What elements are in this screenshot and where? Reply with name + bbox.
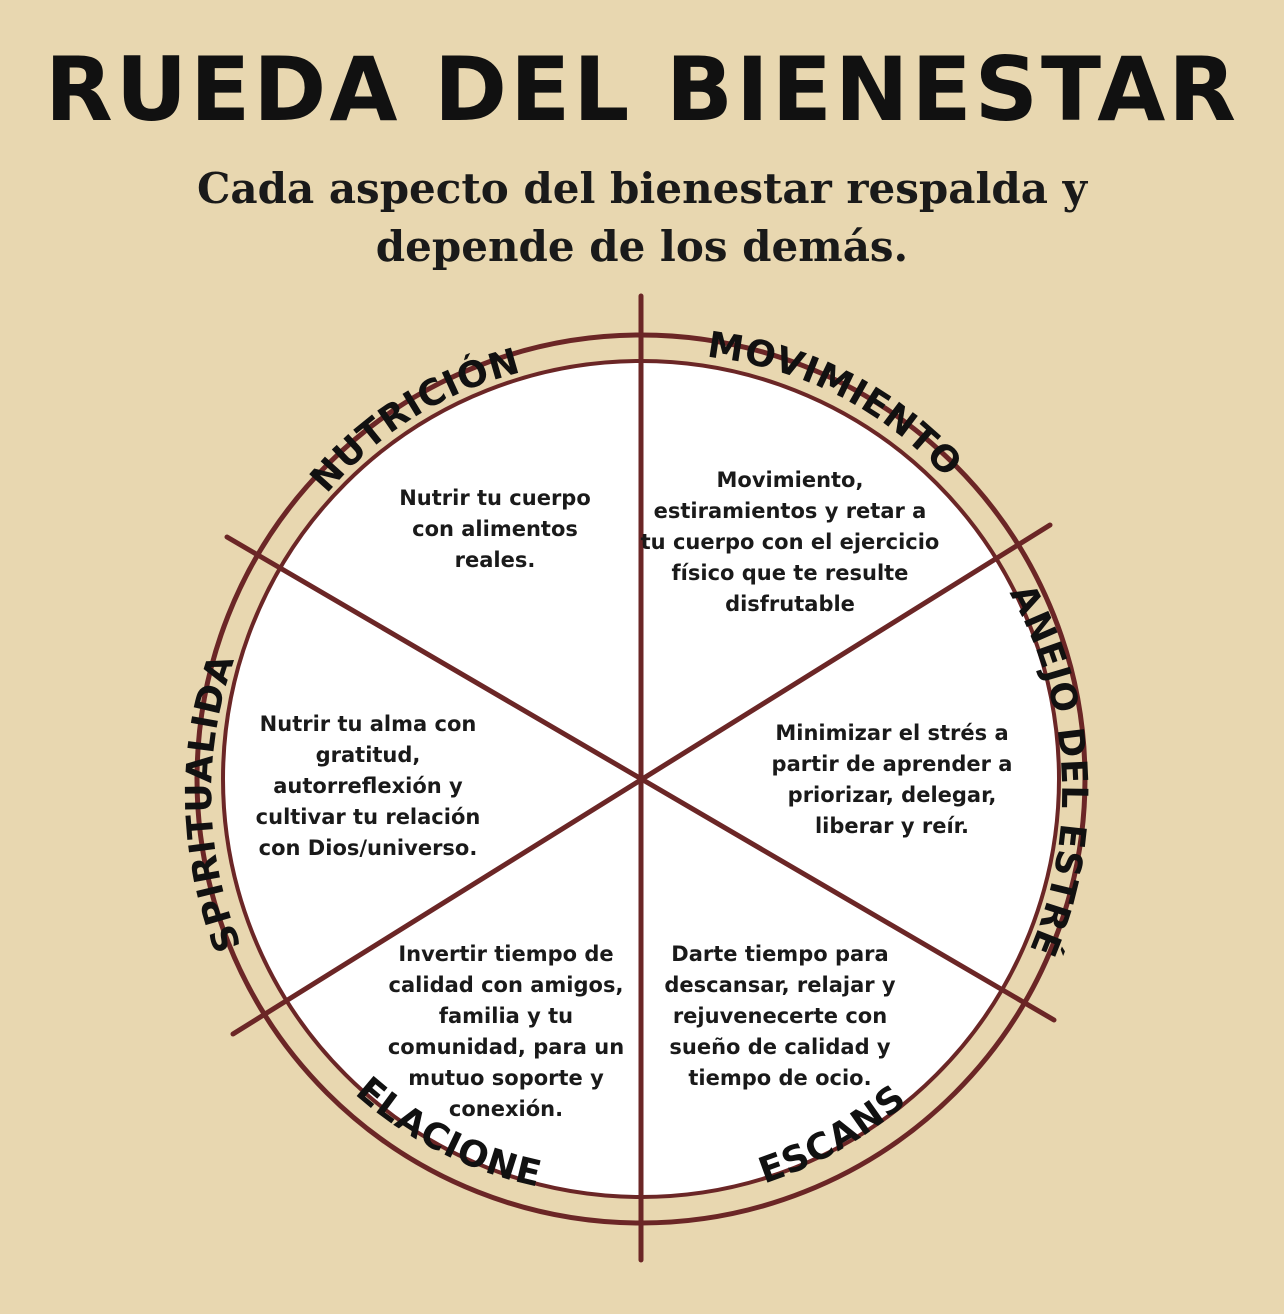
wheel-dividers bbox=[224, 293, 1057, 1263]
segment-description-relaciones: Invertir tiempo de calidad con amigos, f… bbox=[387, 942, 625, 1121]
segment-title-espiritualidad: ESPIRITUALIDAD bbox=[0, 0, 250, 957]
divider-diagonal-b bbox=[230, 522, 1053, 1037]
segment-description-descanso: Darte tiempo para descansar, relajar y r… bbox=[664, 942, 896, 1090]
segment-description-movimiento: Movimiento, estiramientos y retar a tu c… bbox=[640, 468, 940, 616]
page-subtitle: Cada aspecto del bienestar respalda y de… bbox=[196, 164, 1088, 271]
segment-description-manejo-del-estres: Minimizar el strés a partir de aprender … bbox=[771, 721, 1013, 838]
segment-description-nutricion: Nutrir tu cuerpo con alimentos reales. bbox=[399, 486, 591, 572]
segment-description-espiritualidad: Nutrir tu alma con gratitud, autorreflex… bbox=[255, 712, 481, 860]
page-title: RUEDA DEL BIENESTAR bbox=[44, 38, 1240, 141]
